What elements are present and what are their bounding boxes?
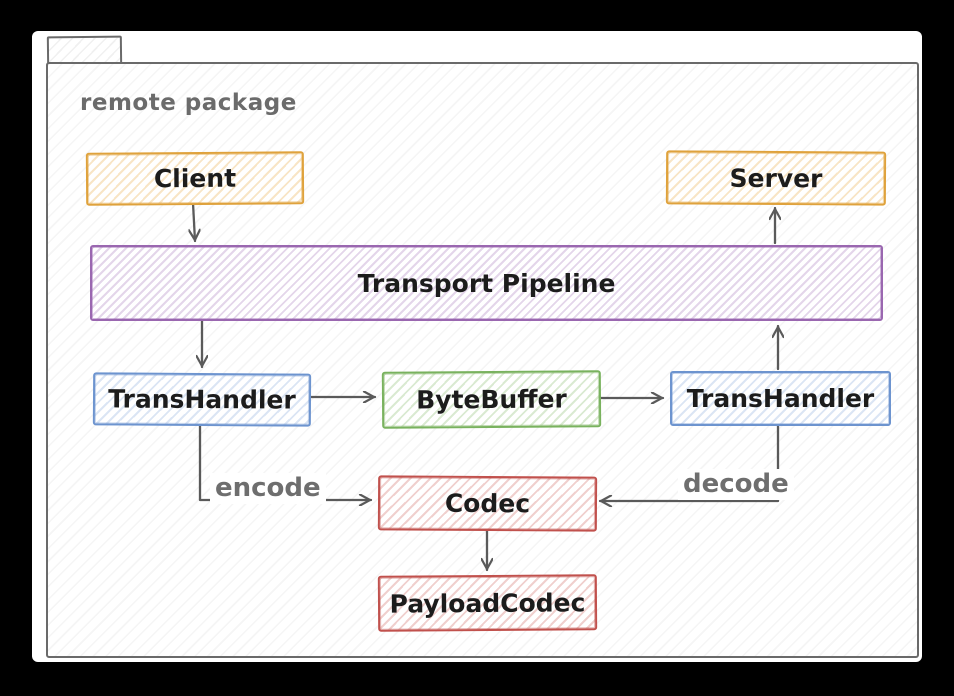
codec-node-label: Codec — [444, 488, 531, 519]
client-node-label: Client — [153, 163, 237, 194]
payloadcodec-node[interactable]: PayloadCodec — [377, 574, 598, 632]
payloadcodec-node-label: PayloadCodec — [389, 587, 586, 619]
decode-edge-label: decode — [678, 469, 794, 500]
transport-pipeline-node-label: Transport Pipeline — [357, 268, 616, 298]
transhandler-right-node-label: TransHandler — [686, 384, 875, 413]
encode-edge-label: encode — [210, 473, 326, 504]
transhandler-left-node[interactable]: TransHandler — [92, 372, 312, 427]
server-node-label: Server — [729, 163, 823, 193]
client-node[interactable]: Client — [85, 151, 305, 206]
package-label: remote package — [80, 90, 297, 116]
transport-pipeline-node[interactable]: Transport Pipeline — [90, 245, 883, 321]
transhandler-right-node[interactable]: TransHandler — [670, 371, 891, 426]
transhandler-left-node-label: TransHandler — [108, 384, 296, 415]
codec-node[interactable]: Codec — [377, 475, 598, 532]
bytebuffer-node[interactable]: ByteBuffer — [381, 370, 602, 429]
server-node[interactable]: Server — [665, 150, 887, 206]
bytebuffer-node-label: ByteBuffer — [416, 384, 567, 415]
